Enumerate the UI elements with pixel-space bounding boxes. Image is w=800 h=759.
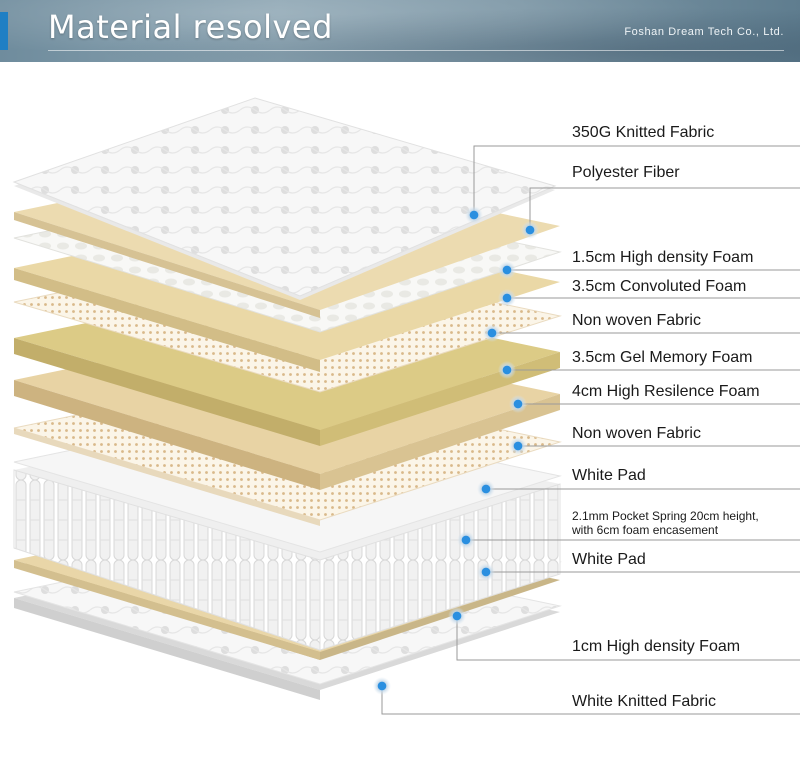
callout-dot — [448, 607, 466, 625]
callout-dot — [498, 261, 516, 279]
callout-dot — [483, 324, 501, 342]
callout-dot — [509, 437, 527, 455]
layer-label-1cm-high-density-foam: 1cm High density Foam — [572, 638, 741, 655]
company-name: Foshan Dream Tech Co., Ltd. — [624, 26, 784, 38]
callout-dot — [373, 677, 391, 695]
layer-label-non-woven-fabric-lower: Non woven Fabric — [572, 425, 701, 442]
layer-label-1.5cm-high-density-foam: 1.5cm High density Foam — [572, 249, 754, 266]
layer-label-3.5cm-convoluted-foam: 3.5cm Convoluted Foam — [572, 278, 747, 295]
callout-dot — [465, 206, 483, 224]
pocket-spring-line-2: with 6cm foam encasement — [572, 523, 719, 537]
callout-dot — [509, 395, 527, 413]
header-divider — [48, 50, 784, 51]
callout-dot — [498, 289, 516, 307]
layer-label-white-pad-upper: White Pad — [572, 467, 646, 484]
layer-label-4cm-high-resilience-foam: 4cm High Resilence Foam — [572, 383, 760, 400]
page-title: Material resolved — [48, 8, 333, 46]
layer-label-non-woven-fabric-upper: Non woven Fabric — [572, 312, 701, 329]
header-banner: Material resolved Foshan Dream Tech Co.,… — [0, 0, 800, 62]
layer-350g-knitted-fabric — [12, 97, 557, 300]
callout-dot — [457, 531, 475, 549]
layer-label-polyester-fiber: Polyester Fiber — [572, 164, 680, 181]
callout-dot — [521, 221, 539, 239]
header-accent-bar — [0, 12, 8, 50]
leader-lines — [381, 145, 800, 715]
layer-label-350g-knitted-fabric: 350G Knitted Fabric — [572, 124, 715, 141]
callout-dot — [477, 480, 495, 498]
layer-label-3.5cm-gel-memory-foam: 3.5cm Gel Memory Foam — [572, 349, 753, 366]
callout-dots — [373, 206, 539, 695]
callout-dot — [477, 563, 495, 581]
callout-dot — [498, 361, 516, 379]
layer-label-white-knitted-fabric: White Knitted Fabric — [572, 693, 717, 710]
layer-label-white-pad-lower: White Pad — [572, 551, 646, 568]
pocket-spring-line-1: 2.1mm Pocket Spring 20cm height, — [572, 509, 759, 523]
layer-label-pocket-spring: 2.1mm Pocket Spring 20cm height, with 6c… — [572, 509, 759, 537]
header-background — [0, 0, 800, 62]
